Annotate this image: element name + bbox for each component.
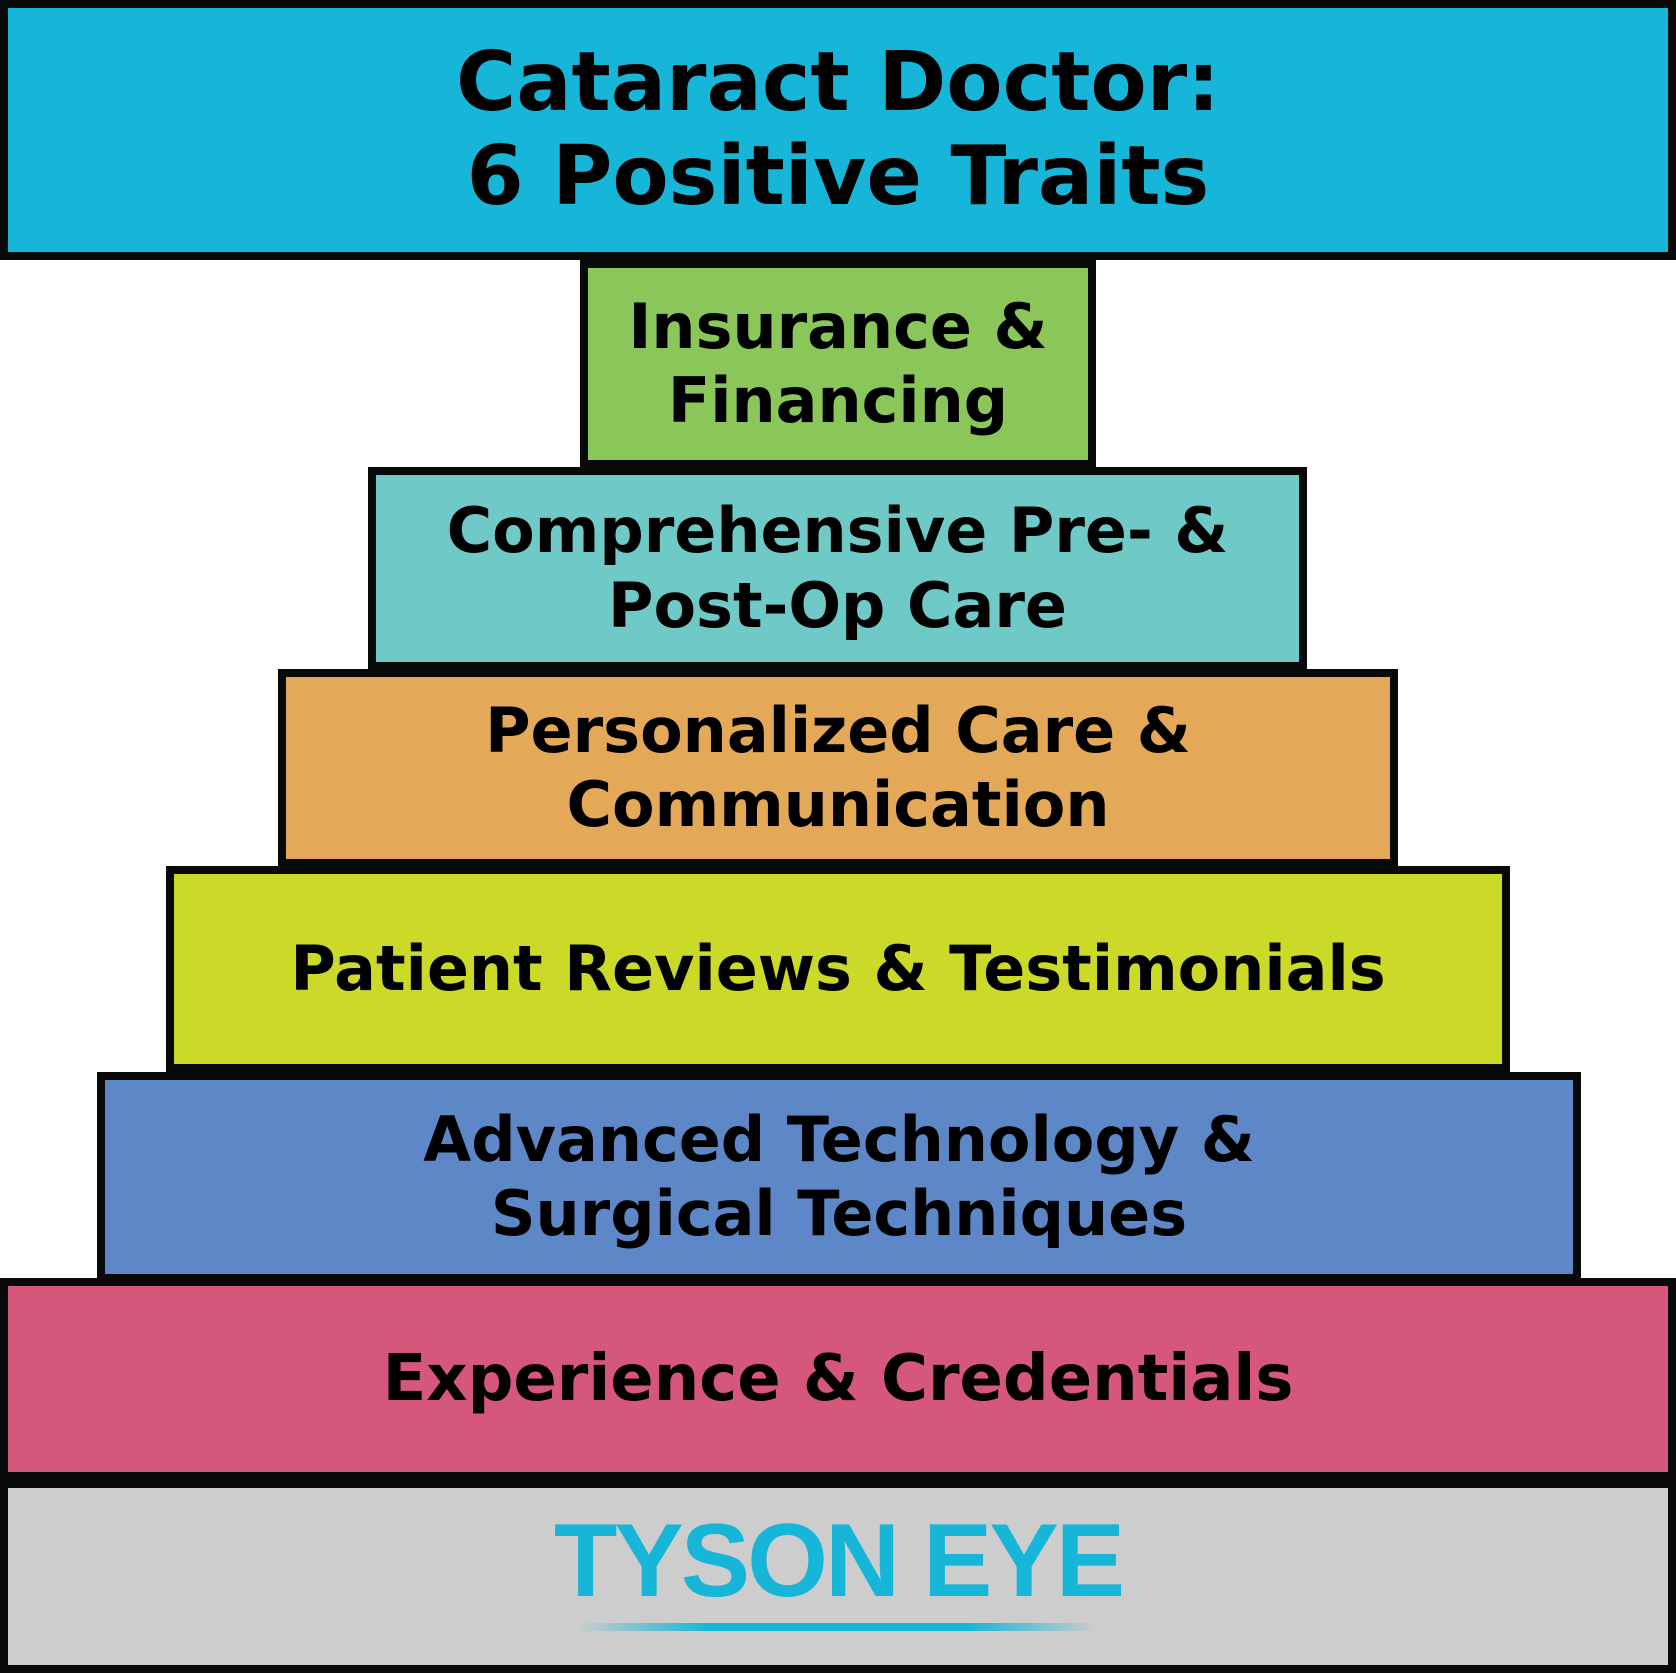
tier-patient-reviews: Patient Reviews & Testimonials: [166, 866, 1510, 1072]
tier-personalized-care: Personalized Care & Communication: [278, 669, 1398, 867]
tier-label: Patient Reviews & Testimonials: [290, 931, 1386, 1005]
tier-label: Experience & Credentials: [382, 1341, 1294, 1416]
tier-pre-post-op-care: Comprehensive Pre- & Post-Op Care: [368, 467, 1307, 670]
brand-underline: [578, 1622, 1098, 1631]
tier-label: Personalized Care & Communication: [485, 693, 1191, 841]
tier-advanced-technology: Advanced Technology & Surgical Technique…: [97, 1072, 1581, 1282]
tier-experience-credentials: Experience & Credentials: [0, 1278, 1676, 1480]
tier-label: Comprehensive Pre- & Post-Op Care: [446, 494, 1229, 642]
tier-label: Insurance & Financing: [628, 289, 1048, 437]
brand-logo-text: TYSON EYE: [553, 1502, 1125, 1619]
tier-label: Advanced Technology & Surgical Technique…: [423, 1102, 1255, 1250]
brand-footer: TYSON EYE: [0, 1480, 1676, 1673]
pyramid-title: Cataract Doctor: 6 Positive Traits: [456, 34, 1220, 224]
tier-insurance-financing: Insurance & Financing: [580, 260, 1096, 468]
pyramid-title-block: Cataract Doctor: 6 Positive Traits: [0, 0, 1676, 260]
